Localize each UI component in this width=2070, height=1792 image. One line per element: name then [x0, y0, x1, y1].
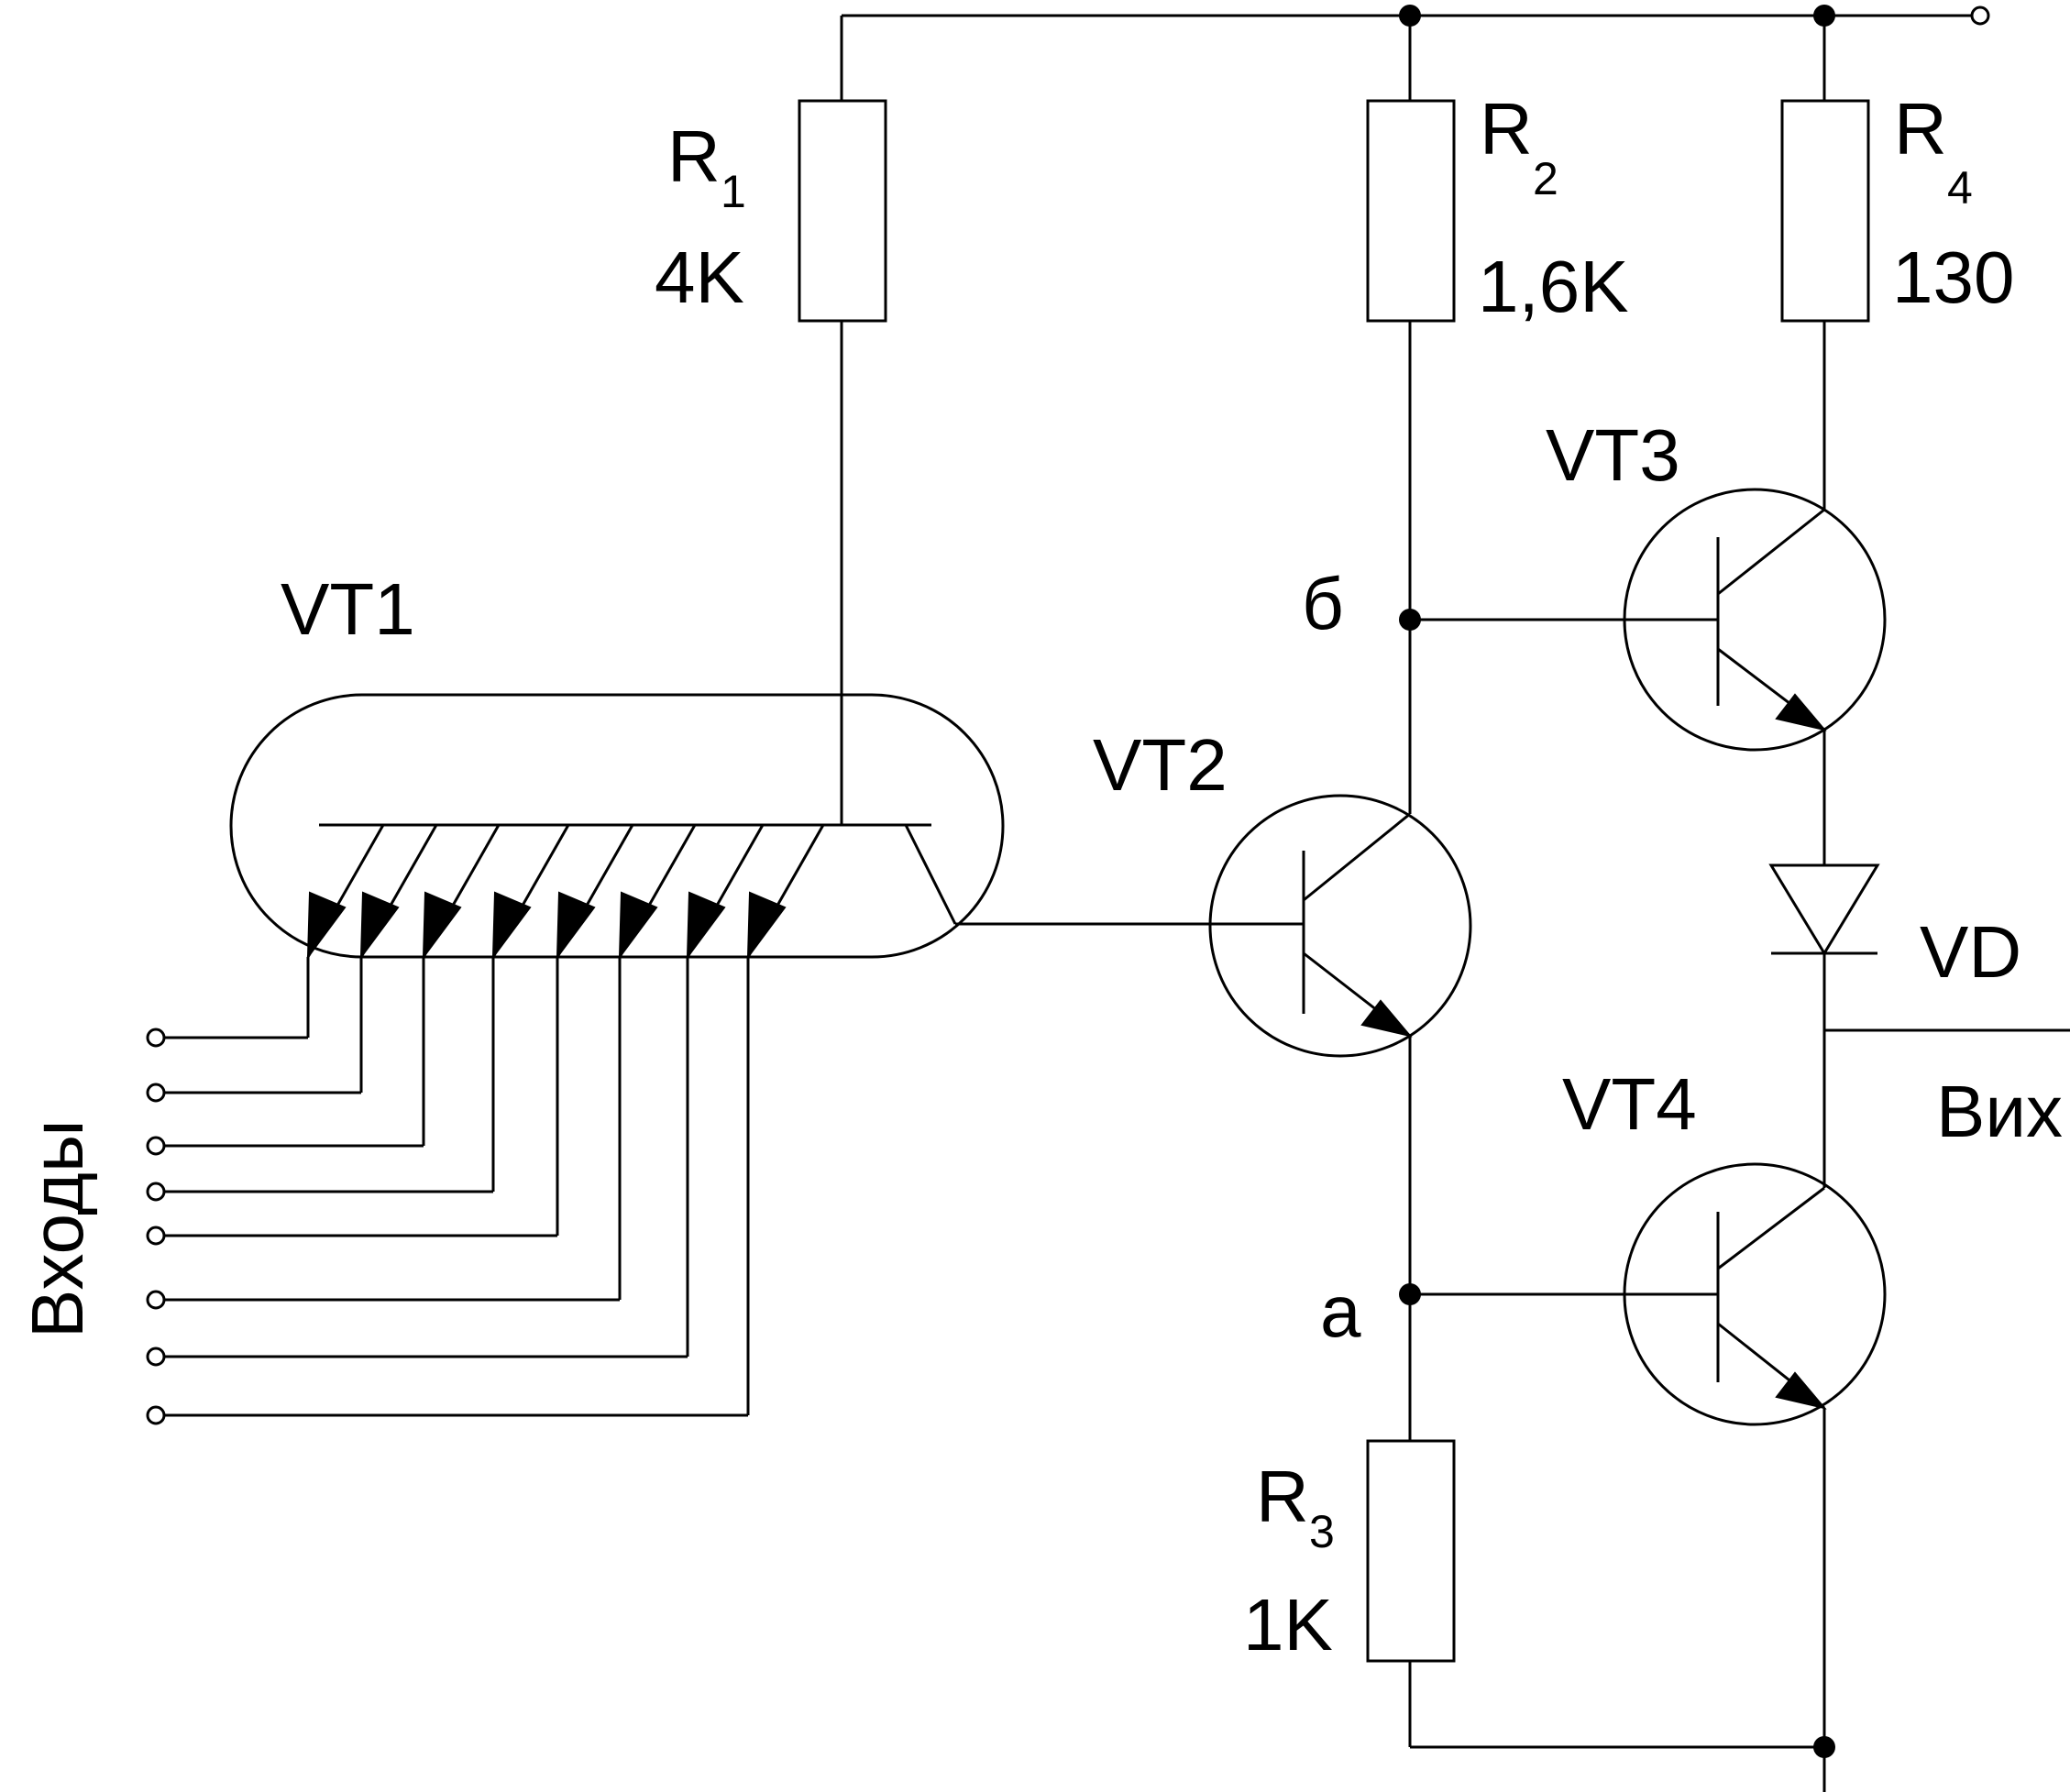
node-b-label: б	[1302, 563, 1344, 644]
r2-subscript: 2	[1533, 153, 1558, 204]
vt3-emitter-arrow	[1775, 693, 1827, 731]
r3-name: R	[1256, 1456, 1309, 1537]
vt4-collector	[1717, 1186, 1825, 1270]
input-terminal[interactable]	[146, 1405, 166, 1425]
vt2-transistor: VT2	[1093, 724, 1472, 1058]
r2-value: 1,6K	[1478, 246, 1629, 327]
vt3-collector	[1717, 508, 1825, 596]
r2-name: R	[1480, 88, 1533, 170]
resistor-r1	[798, 99, 887, 323]
output-label: Вих	[1936, 1071, 2063, 1152]
r3-branch: R 3 1K	[1243, 1439, 1824, 1749]
vt3-transistor: VT3	[1546, 414, 1887, 752]
vt1-emitter-arrow	[618, 891, 658, 961]
r3-value: 1K	[1243, 1584, 1333, 1666]
vt1-envelope	[229, 693, 1005, 959]
input-terminal[interactable]	[146, 1226, 166, 1246]
r1-branch: R 1 4K	[655, 16, 887, 825]
junction-dot	[1813, 1736, 1835, 1758]
vt2-label: VT2	[1093, 724, 1228, 806]
vt1-emitter-arrow	[556, 891, 596, 961]
resistor-r2	[1366, 99, 1456, 323]
vt1-emitters	[306, 824, 825, 961]
supply-rail	[842, 5, 1990, 27]
resistor-r4	[1780, 99, 1870, 323]
inputs-label: Входы	[17, 1120, 98, 1338]
input-terminal[interactable]	[146, 1347, 166, 1367]
vt1-emitter-arrow	[306, 891, 347, 961]
vt2-body	[1208, 794, 1472, 1058]
vt1-emitter-arrow	[686, 891, 726, 961]
r2-branch: R 2 1,6K	[1366, 16, 1629, 814]
input-lines	[146, 957, 750, 1425]
r1-subscript: 1	[721, 166, 746, 217]
r4-value: 130	[1892, 236, 2014, 318]
r4-name: R	[1894, 88, 1947, 170]
vt4-transistor: VT4	[1562, 1063, 1887, 1426]
vt4-label: VT4	[1562, 1063, 1697, 1145]
r1-value: 4K	[655, 236, 744, 318]
r1-name: R	[667, 115, 721, 197]
vt1-emitter-arrow	[491, 891, 532, 961]
vt1-emitter-arrow	[359, 891, 400, 961]
vt1-transistor: VT1	[229, 568, 1208, 959]
input-terminal[interactable]	[146, 1028, 166, 1048]
diode-triangle	[1768, 863, 1880, 956]
vt2-emitter-arrow	[1360, 999, 1413, 1038]
vt3-body	[1623, 488, 1887, 752]
vt1-label: VT1	[281, 568, 415, 650]
input-terminal[interactable]	[146, 1290, 166, 1310]
resistor-r3	[1366, 1439, 1456, 1663]
supply-terminal	[1970, 5, 1990, 26]
vt4-body	[1623, 1162, 1887, 1426]
vt4-emitter-arrow	[1775, 1371, 1827, 1410]
r4-subscript: 4	[1947, 162, 1973, 214]
vt2-collector	[1303, 812, 1411, 902]
r3-subscript: 3	[1309, 1506, 1335, 1557]
diode-vd: VD	[1768, 730, 2021, 1188]
r4-branch: R 4 130	[1780, 16, 2014, 510]
vt1-collector	[904, 824, 957, 925]
vt3-label: VT3	[1546, 414, 1680, 496]
vt1-emitter-arrow	[746, 891, 787, 961]
input-terminal[interactable]	[146, 1083, 166, 1103]
vd-label: VD	[1920, 911, 2021, 993]
input-terminal[interactable]	[146, 1182, 166, 1202]
vt1-emitter-arrow	[422, 891, 462, 961]
node-a-label: a	[1320, 1270, 1361, 1352]
input-terminal[interactable]	[146, 1136, 166, 1156]
ground	[1813, 1408, 1835, 1792]
output: Вих	[1824, 1028, 2070, 1152]
